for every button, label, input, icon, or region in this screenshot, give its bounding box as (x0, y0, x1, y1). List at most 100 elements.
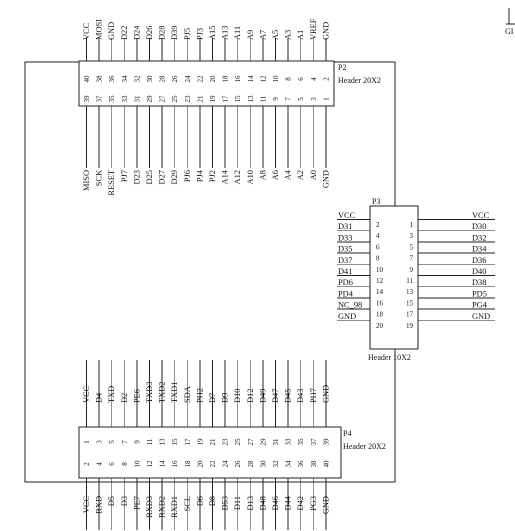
p3-right-net: D30 (472, 222, 486, 231)
p2-bottom-net: A2 (296, 170, 305, 180)
p4-top-net: D45 (284, 389, 293, 403)
p4-top-pin: 27 (247, 438, 255, 446)
p2-bottom-net: A6 (271, 170, 280, 180)
p2-bottom-pin: 7 (285, 97, 293, 101)
p4-bottom-pin: 2 (83, 462, 91, 466)
p2-bottom-pin: 39 (83, 95, 91, 103)
p3-left-net: D41 (338, 267, 352, 276)
p3-right-pin: 17 (406, 311, 414, 319)
p4-bottom-net: D6 (195, 496, 204, 506)
p3-right-net: D38 (472, 278, 486, 287)
p2-bottom-pin: 31 (133, 95, 141, 103)
p2-bottom-net: D23 (132, 170, 141, 184)
p3-left-pin: 14 (376, 288, 384, 296)
p2-top-net: GND (107, 22, 116, 40)
p3-right-pin: 15 (406, 299, 414, 307)
p2-bottom-pin: 15 (234, 95, 242, 103)
p4-bottom-pin: 30 (259, 460, 267, 468)
p4-top-net: TXD3 (145, 382, 154, 403)
p4-bottom-pin: 8 (121, 462, 129, 466)
p4-bottom-pin: 32 (272, 460, 280, 468)
p2-top-net: A13 (221, 26, 230, 40)
header-p4-body (78, 426, 342, 479)
header-p4: P4 Header 20X2 VCC1D43TXD5D27PE69TXD311T… (78, 360, 386, 530)
p4-top-net: PH2 (195, 388, 204, 403)
p2-top-pin: 30 (146, 75, 154, 83)
p4-top-net: PH7 (309, 388, 318, 403)
p4-bottom-net: PE7 (132, 496, 141, 510)
p4-top-pin: 31 (272, 438, 280, 446)
header-p4-type: Header 20X2 (343, 442, 386, 451)
p4-bottom-net: PG3 (309, 496, 318, 511)
p4-bottom-net: D5 (107, 496, 116, 506)
p4-bottom-pin: 28 (247, 460, 255, 468)
p2-top-net: A7 (258, 30, 267, 40)
p4-top-pin: 25 (234, 438, 242, 446)
p2-bottom-pin: 37 (96, 95, 104, 103)
p2-bottom-net: A14 (221, 169, 230, 184)
p2-top-pin: 14 (247, 75, 255, 83)
p3-right-net: D36 (472, 256, 486, 265)
p3-right-pin: 19 (406, 322, 414, 330)
p4-top-pin: 3 (96, 440, 104, 444)
p4-bottom-net: SCL (183, 496, 192, 511)
p4-top-pin: 21 (209, 438, 217, 446)
p4-bottom-pin: 16 (171, 460, 179, 468)
p3-left-net: VCC (338, 211, 356, 220)
p2-top-net: A1 (296, 30, 305, 40)
p4-top-net: SDA (183, 386, 192, 403)
p4-top-pin: 35 (297, 438, 305, 446)
p4-bottom-net: D42 (296, 496, 305, 510)
p2-top-net: D24 (132, 25, 141, 40)
p4-bottom-net: D11 (233, 496, 242, 510)
p4-bottom-pin: 20 (196, 460, 204, 468)
p4-top-pin: 5 (108, 440, 116, 444)
p4-top-net: D7 (208, 393, 217, 403)
p2-top-pin: 12 (259, 75, 267, 83)
p2-bottom-net: D29 (170, 170, 179, 184)
p3-right-net: D34 (472, 245, 487, 254)
p4-bottom-net: D48 (258, 496, 267, 510)
p2-bottom-pin: 33 (121, 95, 129, 103)
p3-left-pin: 10 (376, 266, 384, 274)
p3-left-pin: 20 (376, 322, 384, 330)
p2-top-pin: 2 (322, 77, 330, 81)
p4-bottom-pin: 12 (146, 460, 154, 468)
p2-top-pin: 26 (171, 75, 179, 83)
p2-top-net: D39 (170, 26, 179, 40)
p3-right-net: GND (472, 312, 490, 321)
p4-top-net: D10 (233, 389, 242, 403)
p3-left-pin: 6 (376, 243, 380, 251)
p4-bottom-pin: 34 (285, 460, 293, 468)
p2-bottom-net: A4 (284, 169, 293, 180)
p2-bottom-net: A10 (246, 170, 255, 184)
p4-top-net: D4 (95, 392, 104, 403)
header-p3-type: Header 10X2 (368, 353, 411, 362)
p2-bottom-pin: 35 (108, 95, 116, 103)
p4-top-net: D12 (246, 389, 255, 403)
p4-bottom-pin: 6 (108, 462, 116, 466)
p2-bottom-net: PJ2 (208, 170, 217, 182)
p2-bottom-pin: 27 (159, 95, 167, 103)
p2-bottom-net: PJ6 (183, 170, 192, 182)
p4-bottom-pin: 38 (310, 460, 318, 468)
p2-top-pin: 18 (222, 75, 230, 83)
p2-top-net: PJ3 (195, 28, 204, 40)
p2-bottom-pin: 23 (184, 95, 192, 103)
p2-bottom-pin: 19 (209, 95, 217, 103)
header-p2: P2 Header 20X2 VCC40MOSI38GND36D2234D243… (78, 18, 381, 196)
p2-bottom-net: A0 (309, 170, 318, 180)
p2-top-pin: 38 (96, 75, 104, 83)
p4-bottom-pin: 10 (133, 460, 141, 468)
p4-bottom-net: GND (321, 496, 330, 514)
p4-bottom-net: RXD2 (158, 496, 167, 518)
p2-bottom-pin: 5 (297, 97, 305, 101)
p2-top-net: VCC (82, 22, 91, 40)
header-p4-top-pins: VCC1D43TXD5D27PE69TXD311TXD213TXD115SDA1… (82, 360, 330, 446)
p4-bottom-net: D53 (221, 496, 230, 510)
p2-bottom-pin: 13 (247, 95, 255, 103)
p4-top-net: D49 (258, 389, 267, 403)
